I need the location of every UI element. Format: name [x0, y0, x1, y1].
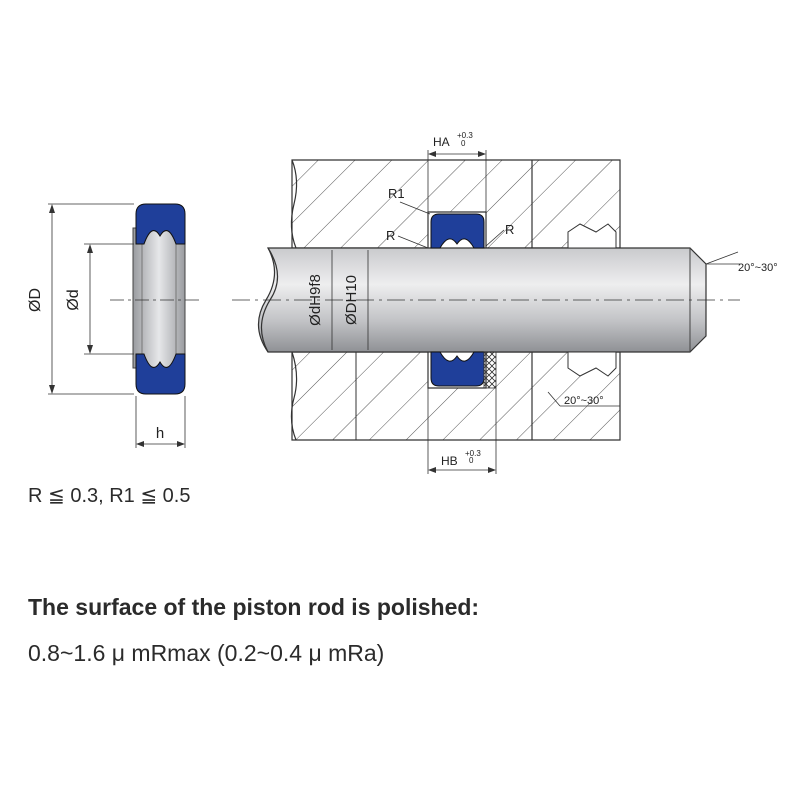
groove-width-b-tolerance: +0.3 — [465, 449, 481, 458]
wiper-seal-bottom — [567, 351, 617, 377]
radius-note: R ≦ 0.3, R1 ≦ 0.5 — [28, 485, 191, 507]
rod-fit-label: ØdH9f8 — [307, 274, 324, 326]
housing-chamfer-angle: 20°~30° — [564, 395, 604, 407]
installation-view: ØdH9f8 ØDH10 HA +0.3 0 HB +0.3 0 R1 R R … — [232, 131, 778, 474]
seal-height-label: h — [156, 425, 164, 442]
seal-profile-top — [135, 203, 186, 245]
radius-r-left-label: R — [386, 228, 395, 243]
seal-section-view: ØD Ød h — [27, 203, 200, 448]
groove-width-a-label: HA — [433, 135, 450, 149]
seal-outer-diameter-label: ØD — [27, 288, 44, 312]
housing-fit-label: ØDH10 — [343, 275, 360, 325]
backup-ring — [483, 351, 497, 389]
installed-seal-top — [430, 213, 485, 249]
seal-profile-bottom — [135, 353, 186, 395]
groove-width-b-label: HB — [441, 454, 458, 468]
radius-r-right-label: R — [505, 222, 514, 237]
surface-values: 0.8~1.6 μ mRmax (0.2~0.4 μ mRa) — [28, 640, 385, 666]
seal-ring-body — [132, 227, 186, 369]
rod-chamfer-angle: 20°~30° — [738, 262, 778, 274]
groove-width-b-tolerance-low: 0 — [469, 456, 474, 465]
groove-width-a-tolerance-low: 0 — [461, 139, 466, 148]
groove-width-a-tolerance: +0.3 — [457, 131, 473, 140]
installed-seal-bottom — [430, 351, 485, 387]
wiper-seal-top — [567, 223, 617, 249]
surface-heading: The surface of the piston rod is polishe… — [28, 594, 480, 620]
seal-inner-diameter-label: Ød — [65, 289, 82, 310]
radius-r1-label: R1 — [388, 186, 405, 201]
